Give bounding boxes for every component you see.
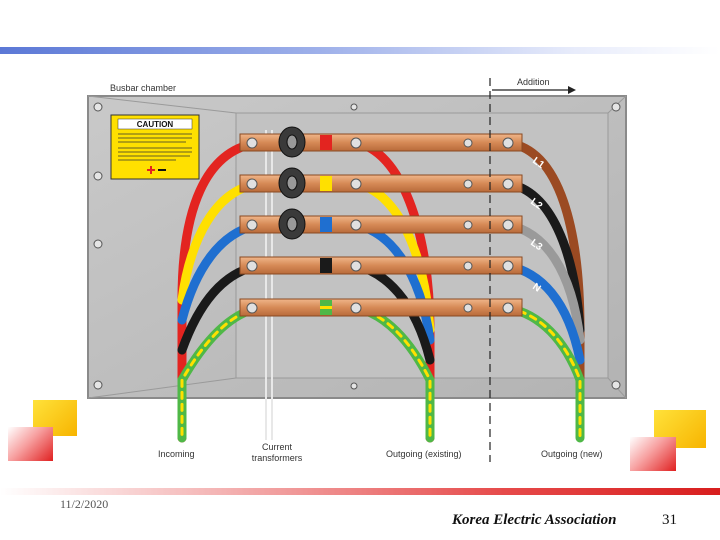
header-gradient-bar [0,47,720,54]
label-addition: Addition [517,77,550,87]
deco-square-red-left [8,427,53,461]
busbar-l2 [239,174,523,193]
footer-gradient-bar [0,488,720,495]
deco-square-red-right [630,437,676,471]
caution-title: CAUTION [137,120,174,129]
busbars [239,133,523,317]
busbar-n [239,256,523,275]
busbar-bolts [246,137,514,314]
label-busbar-chamber: Busbar chamber [110,83,176,93]
label-transformers: transformers [252,453,303,463]
label-incoming: Incoming [158,449,195,459]
panel-screws [93,102,621,390]
caution-label: CAUTION [110,114,200,180]
label-outgoing-new: Outgoing (new) [541,449,603,459]
label-outgoing-existing: Outgoing (existing) [386,449,462,459]
phase-markers [320,135,332,315]
current-transformers [278,126,306,240]
footer-organization: Korea Electric Association [452,512,617,528]
busbar-earth [239,298,523,317]
label-current: Current [262,442,293,452]
plus-minus-icon [147,166,166,174]
busbar-l3 [239,215,523,234]
footer-date: 11/2/2020 [60,497,109,511]
footer-page-number: 31 [662,512,677,528]
busbar-l1 [239,133,523,152]
addition-arrow-icon [568,86,576,94]
